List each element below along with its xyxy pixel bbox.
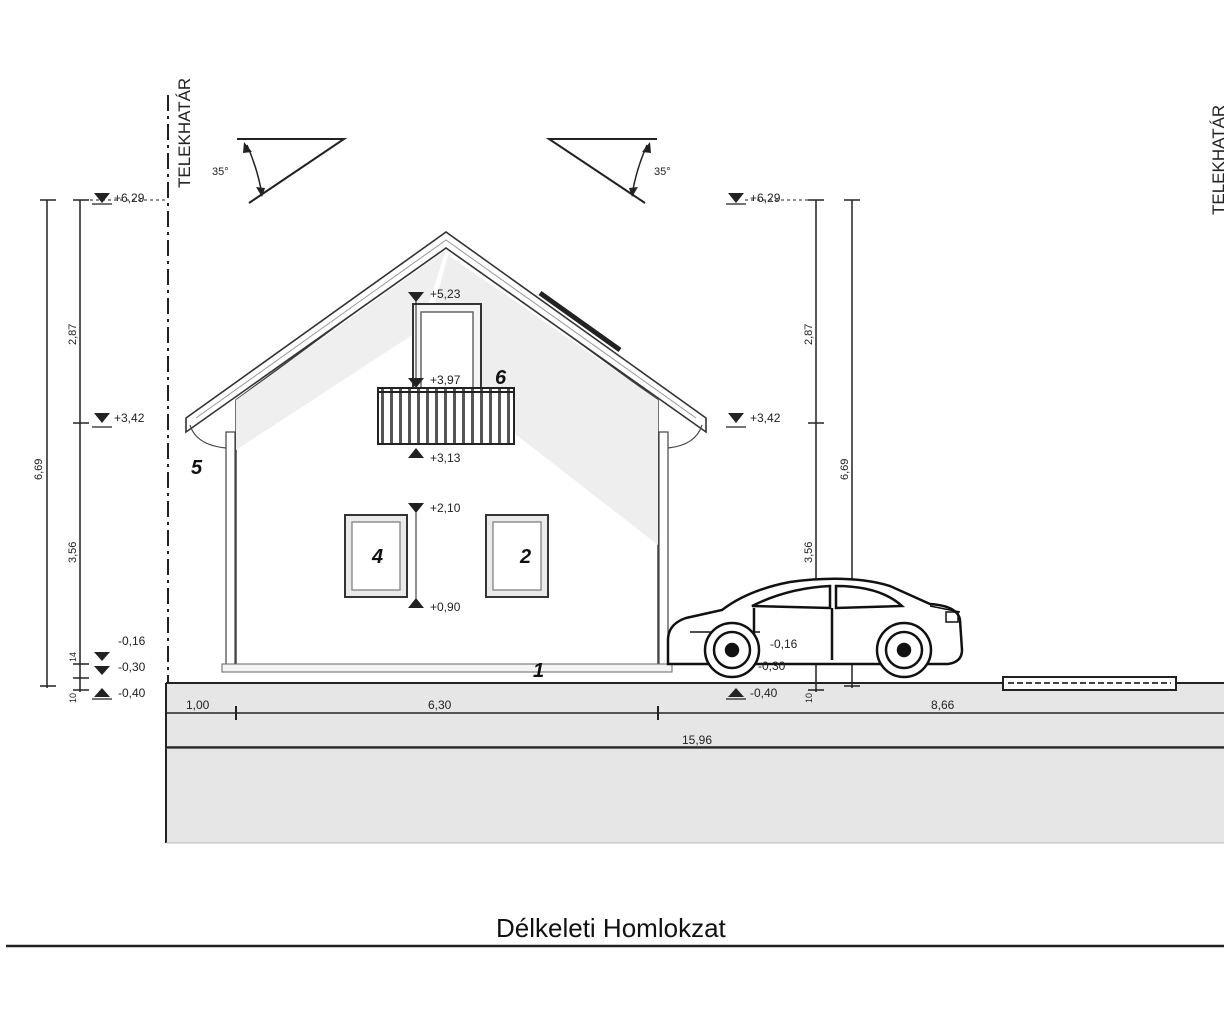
bottom-dim-c: 8,66 xyxy=(931,698,955,712)
bottom-dim-total: 15,96 xyxy=(682,733,712,747)
right-level-top: +6,29 xyxy=(750,191,781,205)
marker-1: 1 xyxy=(533,660,544,682)
drawing-title-block: Délkeleti Homlokzat xyxy=(6,913,1224,948)
level-window-lower: +0,90 xyxy=(430,600,461,614)
boundary-label-right: TELEKHATÁR xyxy=(1209,105,1224,215)
car xyxy=(666,577,964,679)
balcony-railing xyxy=(377,387,515,445)
right-lower-dim: 3,56 xyxy=(803,542,815,563)
level-window-upper: +2,10 xyxy=(430,501,461,515)
right-level-c: -0,40 xyxy=(750,686,778,700)
left-level-mid: +3,42 xyxy=(114,411,145,425)
marker-6: 6 xyxy=(495,367,507,389)
right-total-dim: 6,69 xyxy=(839,459,851,480)
level-balcony-bottom: +3,13 xyxy=(430,451,461,465)
bottom-dimensions: 1,00 6,30 8,66 15,96 xyxy=(166,698,1224,748)
roof-angle-right-label: 35° xyxy=(654,166,671,178)
window-2 xyxy=(485,514,549,598)
left-level-a: -0,16 xyxy=(118,634,146,648)
ground xyxy=(165,682,1224,844)
level-window-top: +5,23 xyxy=(430,287,461,301)
marker-4: 4 xyxy=(371,546,383,568)
right-level-b: -0,30 xyxy=(758,659,786,673)
property-boundary-line: TELEKHATÁR TELEKHATÁR xyxy=(167,78,1224,683)
window-4 xyxy=(344,514,408,598)
marker-5: 5 xyxy=(191,457,203,479)
left-lower-dim: 3,56 xyxy=(67,542,79,563)
left-upper-dim: 2,87 xyxy=(67,324,79,345)
right-level-a: -0,16 xyxy=(770,637,798,651)
left-level-b: -0,30 xyxy=(118,660,146,674)
right-small-dim-2: 10 xyxy=(804,693,814,703)
bottom-dim-a: 1,00 xyxy=(186,698,210,712)
center-level-marks: +5,23 +3,97 +3,13 +2,10 +0,90 xyxy=(408,287,461,614)
left-small-dim-2: 10 xyxy=(68,693,78,703)
boundary-label-left: TELEKHATÁR xyxy=(175,78,194,188)
roof-angle-right: 35° xyxy=(545,138,671,204)
left-level-c: -0,40 xyxy=(118,686,146,700)
level-balcony-top: +3,97 xyxy=(430,373,461,387)
right-upper-dim: 2,87 xyxy=(803,324,815,345)
roof-angle-left: 35° xyxy=(212,138,348,204)
upper-balcony-door xyxy=(412,303,482,391)
right-level-mid: +3,42 xyxy=(750,411,781,425)
marker-2: 2 xyxy=(519,546,531,568)
left-level-top: +6,29 xyxy=(114,191,145,205)
left-dimensions: 6,69 2,87 3,56 14 10 +6,29 +3,42 -0,16 -… xyxy=(33,191,168,703)
bottom-dim-b: 6,30 xyxy=(428,698,452,712)
left-small-dim-1: 14 xyxy=(68,652,78,662)
roof-angle-left-label: 35° xyxy=(212,166,229,178)
drawing-title: Délkeleti Homlokzat xyxy=(496,913,727,943)
drainage-grate xyxy=(1002,676,1177,691)
left-total-dim: 6,69 xyxy=(33,459,45,480)
